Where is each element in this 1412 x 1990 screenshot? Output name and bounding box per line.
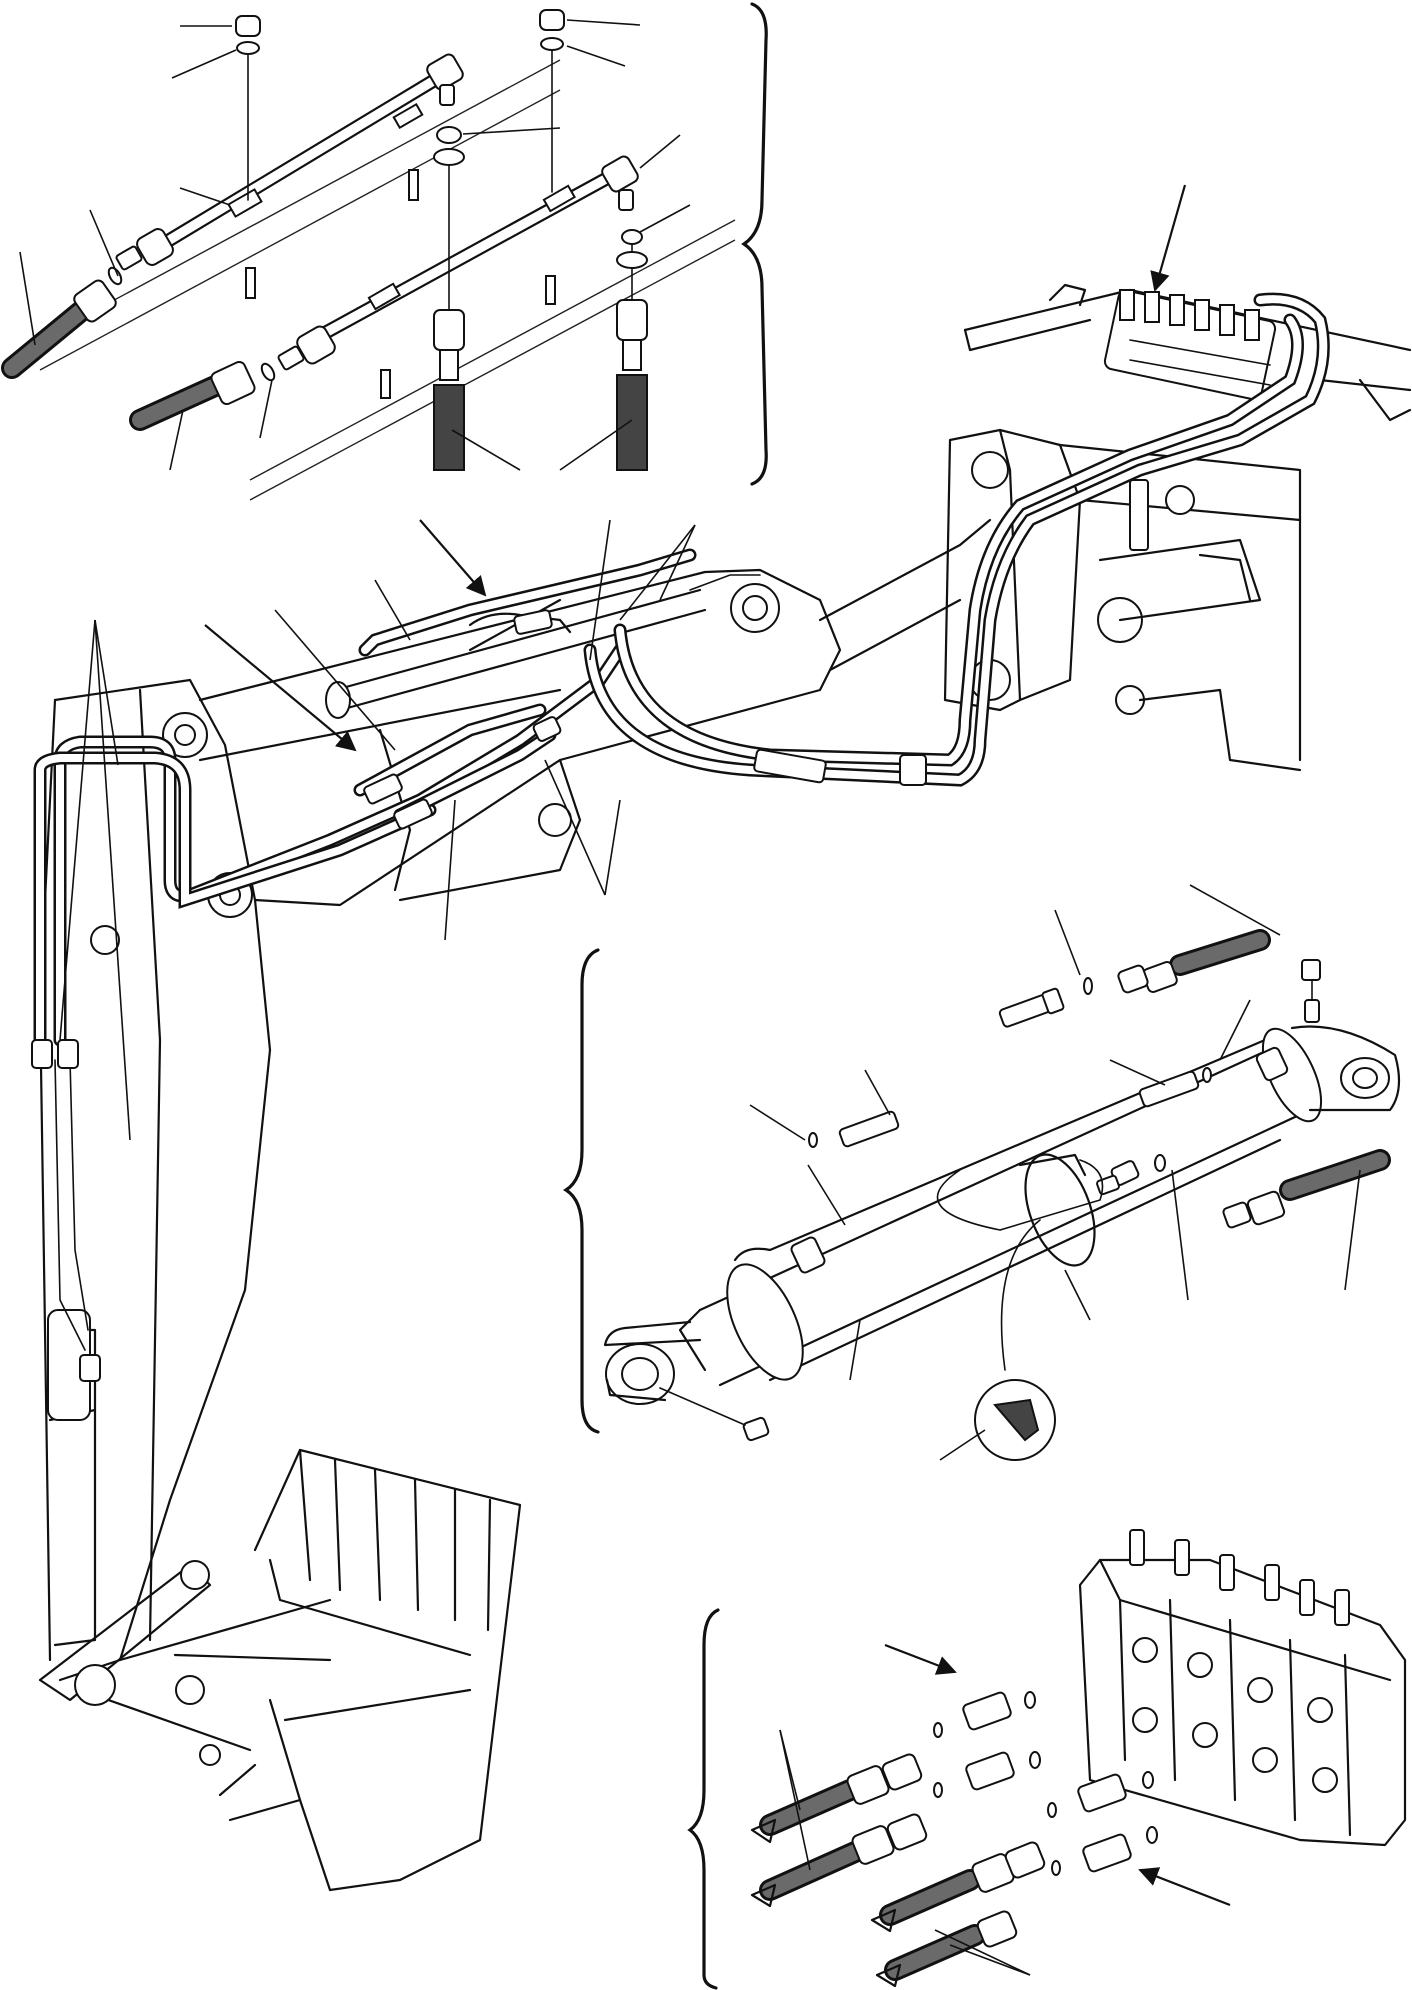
callout-arrow <box>419 519 487 597</box>
washer <box>433 148 465 166</box>
o-ring <box>260 362 276 382</box>
hose-clamp <box>1000 1153 1096 1371</box>
flexible-hose-lower <box>129 360 256 431</box>
callout-arrow <box>204 624 357 752</box>
pipe-end-fitting-upper <box>115 228 174 271</box>
cylinder-hose-upper <box>998 929 1271 1028</box>
valve-hose-2 <box>750 1813 928 1908</box>
pipe-end-fitting-lower <box>277 325 336 371</box>
washer <box>436 126 462 144</box>
boom-top-hoses <box>353 548 697 830</box>
clamp-detail-circle <box>974 1379 1056 1461</box>
detail-pipe-assembly <box>1 2 768 501</box>
callout-arrow <box>1138 1867 1231 1907</box>
detail-cylinder <box>562 884 1401 1461</box>
stud-bolt <box>245 169 556 399</box>
rigid-pipe-upper <box>148 53 464 257</box>
o-ring <box>808 1132 818 1148</box>
washer <box>616 251 648 269</box>
adapter-fitting <box>1138 1070 1200 1108</box>
cap-nut-right <box>539 9 565 193</box>
rigid-pipe-lower <box>298 155 639 352</box>
grease-nipple-bottom <box>659 1387 770 1442</box>
washer <box>621 229 643 245</box>
valve-hose-1 <box>750 1753 923 1844</box>
main-hose-bundle <box>33 292 1330 1047</box>
callout-arrow <box>884 1643 957 1675</box>
vertical-hose-right <box>616 299 648 471</box>
valve-adapters <box>933 1691 1158 1876</box>
detail-brace-left <box>562 948 600 1434</box>
callout-arrow <box>1150 184 1187 292</box>
control-valve-block <box>1078 1529 1407 1847</box>
backhoe-assembly <box>31 184 1412 1892</box>
adapter-fitting <box>838 1110 900 1148</box>
valve-hose-3 <box>870 1841 1046 1933</box>
vertical-hose-left <box>433 309 465 471</box>
boom <box>198 518 992 907</box>
o-ring <box>1202 1067 1212 1083</box>
detail-brace-right <box>741 2 768 486</box>
cylinder-port-fittings <box>790 959 1321 1274</box>
bucket <box>218 1448 522 1892</box>
cylinder-hose-lower <box>1222 1149 1391 1229</box>
o-ring <box>107 266 123 286</box>
cap-nut-left <box>235 15 261 201</box>
detail-control-valve <box>687 1529 1407 1990</box>
dipper-arm <box>38 678 272 1682</box>
control-valve-top <box>1103 289 1277 401</box>
adapter-fitting <box>1096 1174 1120 1196</box>
dipper-cylinder <box>31 1039 101 1421</box>
boom-cylinder <box>325 574 761 719</box>
valve-hose-4 <box>875 1910 1018 1988</box>
detail-brace-bottom <box>687 1608 720 1990</box>
flexible-hose-upper <box>1 279 117 379</box>
bucket-linkage <box>38 1560 332 1766</box>
